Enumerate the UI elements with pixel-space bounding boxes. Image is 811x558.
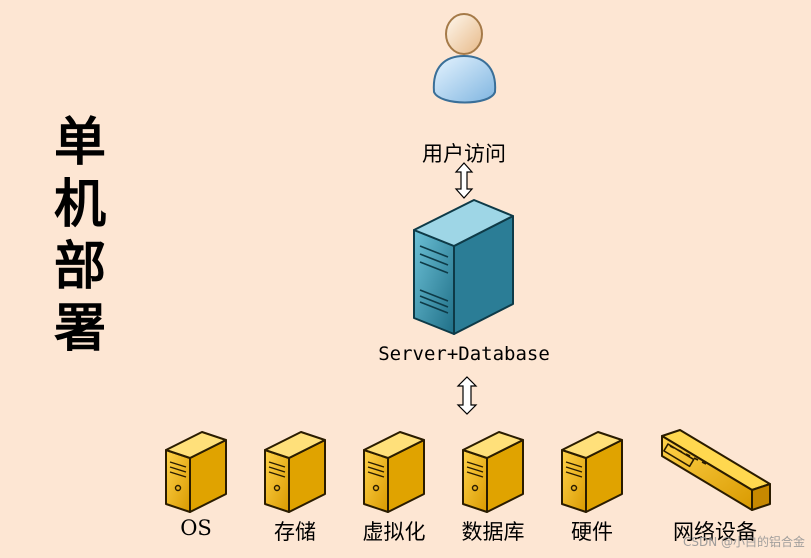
- user-label: 用户访问: [422, 142, 506, 166]
- title-char: 单: [53, 113, 106, 173]
- title-char: 署: [53, 299, 106, 359]
- double-arrow-icon: [456, 376, 478, 415]
- user-icon: [432, 13, 497, 104]
- component-label-virtualization: 虚拟化: [362, 520, 426, 544]
- network-switch-icon: [661, 429, 771, 511]
- component-label-os: OS: [180, 516, 212, 540]
- component-label-storage: 存储: [274, 520, 316, 544]
- virtualization-server-icon: [363, 431, 425, 513]
- component-label-database: 数据库: [461, 520, 525, 544]
- watermark: CSDN @小白的铝合金: [682, 535, 805, 549]
- server-icon: [413, 199, 514, 335]
- hardware-server-icon: [561, 431, 623, 513]
- page-title: 单 机 部 署: [50, 112, 110, 360]
- database-server-icon: [462, 431, 524, 513]
- double-arrow-icon: [454, 162, 474, 199]
- title-char: 机: [53, 175, 106, 235]
- title-char: 部: [53, 237, 106, 297]
- component-label-network: 网络设备: [673, 520, 757, 544]
- server-label: Server+Database: [378, 343, 550, 365]
- storage-server-icon: [264, 431, 326, 513]
- component-label-hardware: 硬件: [571, 520, 613, 544]
- os-server-icon: [165, 431, 227, 513]
